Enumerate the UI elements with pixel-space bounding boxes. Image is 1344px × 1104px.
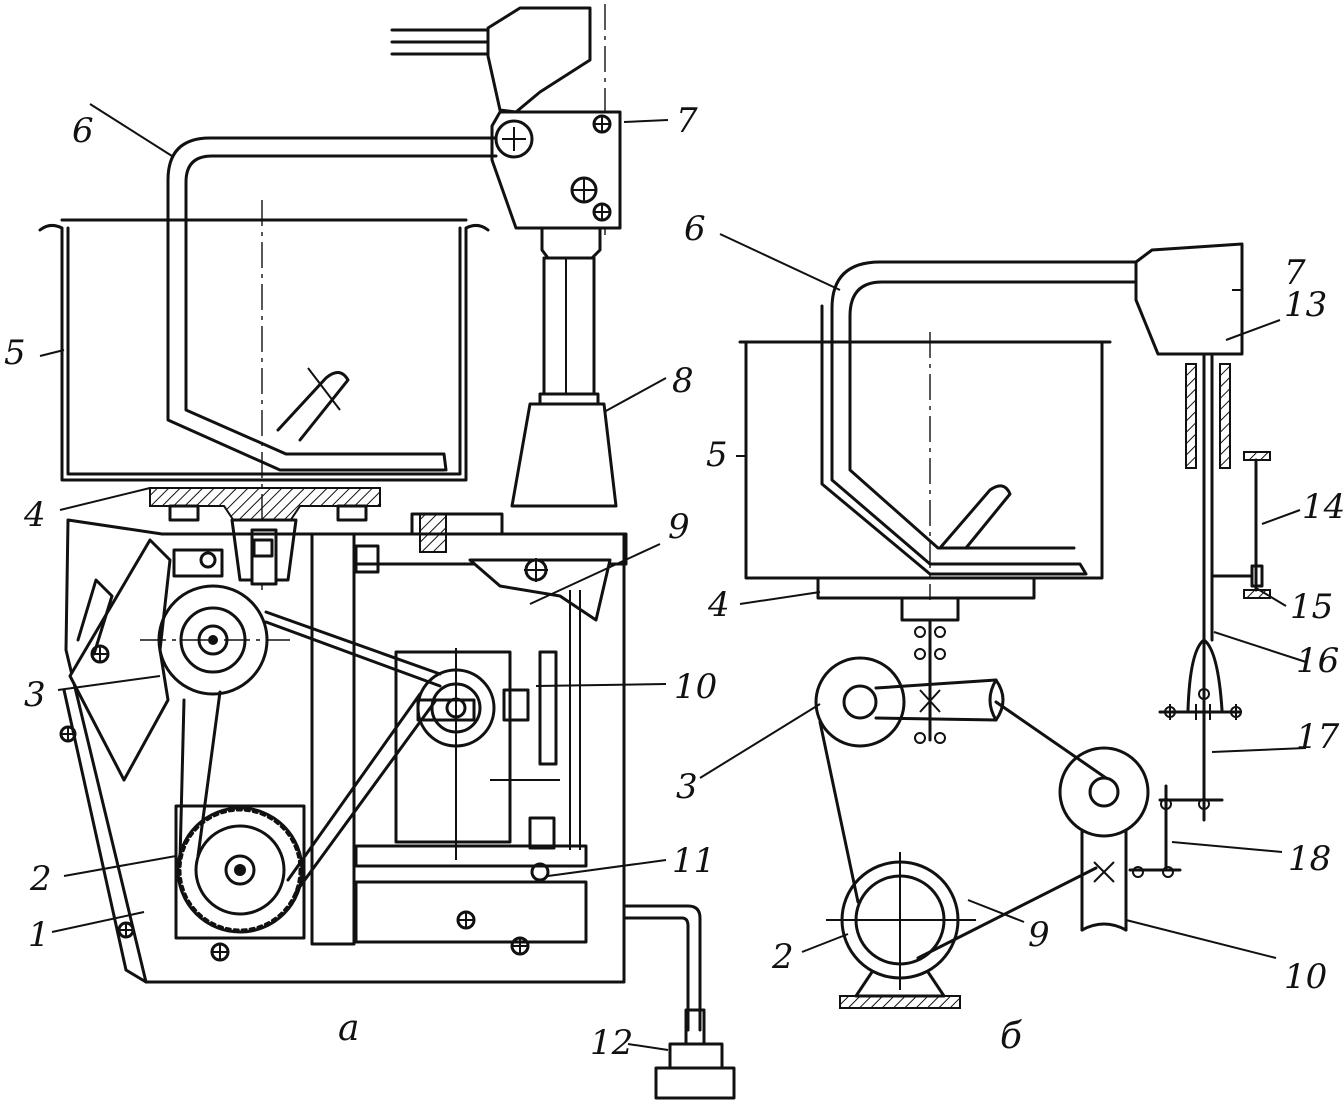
callout-b-2: 2 <box>771 937 794 977</box>
callout-labels-b: 6 7 5 13 14 15 4 16 3 17 18 9 2 10 б <box>676 209 1344 1057</box>
callout-a-2: 2 <box>29 859 52 899</box>
callout-a-9: 9 <box>668 507 690 547</box>
callout-b-4: 4 <box>707 585 730 625</box>
callout-b-14: 14 <box>1302 487 1344 527</box>
callout-a-1: 1 <box>28 915 50 955</box>
callout-a-3: 3 <box>24 675 46 715</box>
callout-b-17: 17 <box>1296 717 1340 757</box>
callout-a-10: 10 <box>674 667 717 707</box>
callout-labels-a: 6 7 5 8 4 9 3 10 2 11 1 12 а <box>4 101 717 1063</box>
callout-a-11: 11 <box>672 841 715 881</box>
callout-a-12: 12 <box>590 1023 633 1063</box>
callout-b-3: 3 <box>676 767 698 807</box>
panel-b-drawing <box>738 242 1271 1009</box>
callout-leaders <box>39 103 1307 1051</box>
panel-label-a: а <box>338 1008 359 1049</box>
callout-b-5: 5 <box>706 435 728 475</box>
callout-a-4: 4 <box>23 495 46 535</box>
callout-a-5: 5 <box>4 333 26 373</box>
callout-a-6: 6 <box>72 111 94 151</box>
callout-b-10: 10 <box>1284 957 1327 997</box>
callout-a-7: 7 <box>676 101 698 141</box>
callout-b-7: 7 <box>1284 253 1306 293</box>
callout-a-8: 8 <box>672 361 694 401</box>
callout-b-6: 6 <box>684 209 706 249</box>
panel-label-b: б <box>1000 1016 1023 1057</box>
callout-b-9: 9 <box>1028 915 1050 955</box>
callout-b-16: 16 <box>1296 641 1339 681</box>
panel-a-drawing <box>38 4 736 1100</box>
callout-b-13: 13 <box>1284 285 1327 325</box>
callout-b-15: 15 <box>1290 587 1333 627</box>
callout-b-18: 18 <box>1288 839 1331 879</box>
